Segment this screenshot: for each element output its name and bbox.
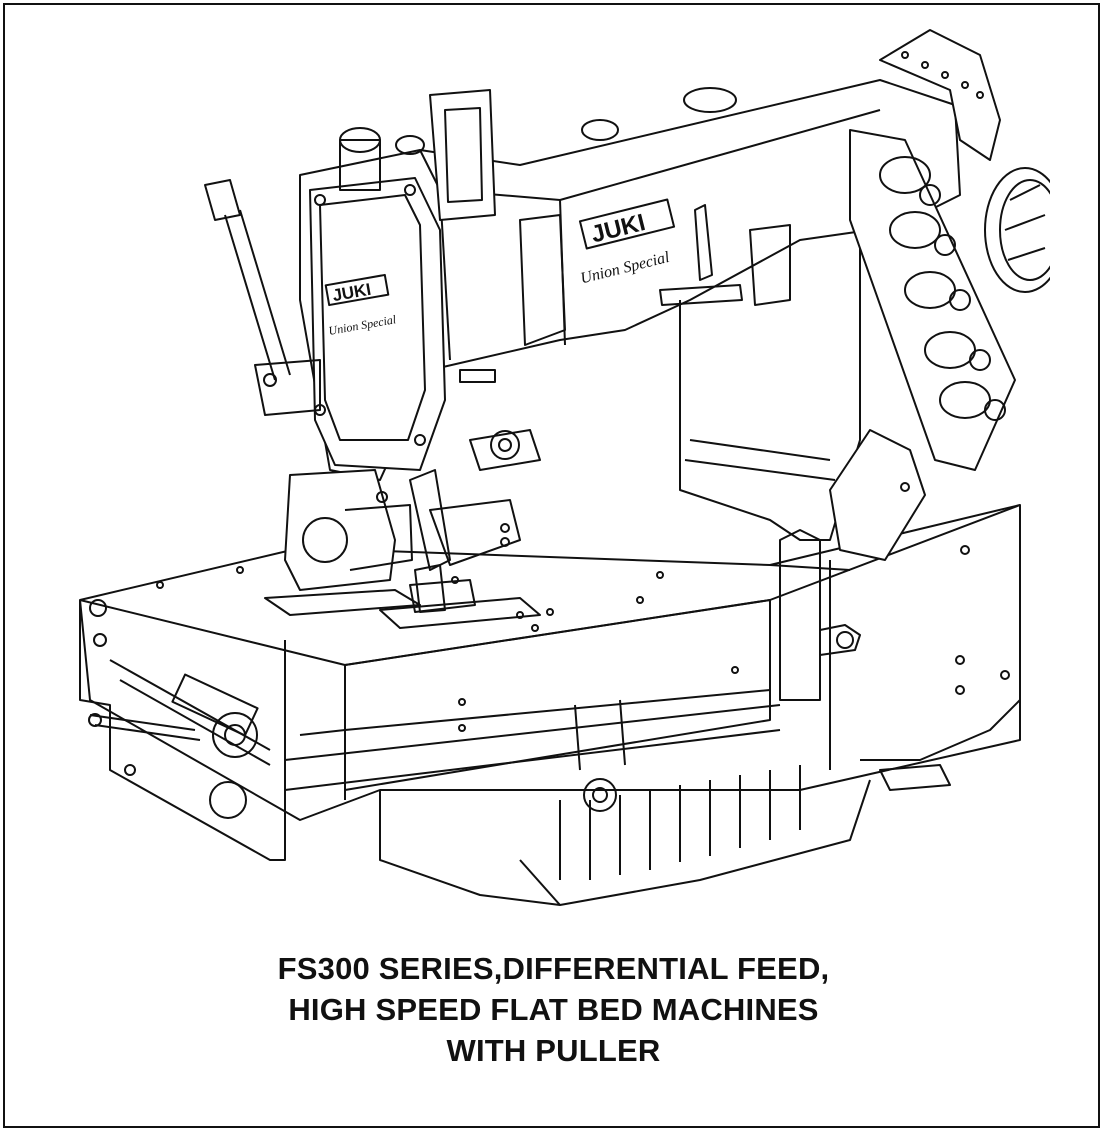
caption-line-1: FS300 SERIES,DIFFERENTIAL FEED, (277, 951, 830, 986)
machine-head (299, 29, 1001, 613)
motor (284, 469, 413, 591)
caption-line-3: WITH PULLER (446, 1033, 661, 1068)
document-caption: FS300 SERIES,DIFFERENTIAL FEED, HIGH SPE… (0, 948, 1107, 1071)
caption-line-2: HIGH SPEED FLAT BED MACHINES (288, 992, 819, 1027)
sewing-machine-illustration: JUKI JUKI Union Special Union Special (79, 29, 1050, 906)
machine-bed (79, 504, 1021, 906)
page-border (3, 3, 1100, 1128)
thread-guides (829, 129, 1050, 561)
knee-lever (204, 179, 321, 416)
